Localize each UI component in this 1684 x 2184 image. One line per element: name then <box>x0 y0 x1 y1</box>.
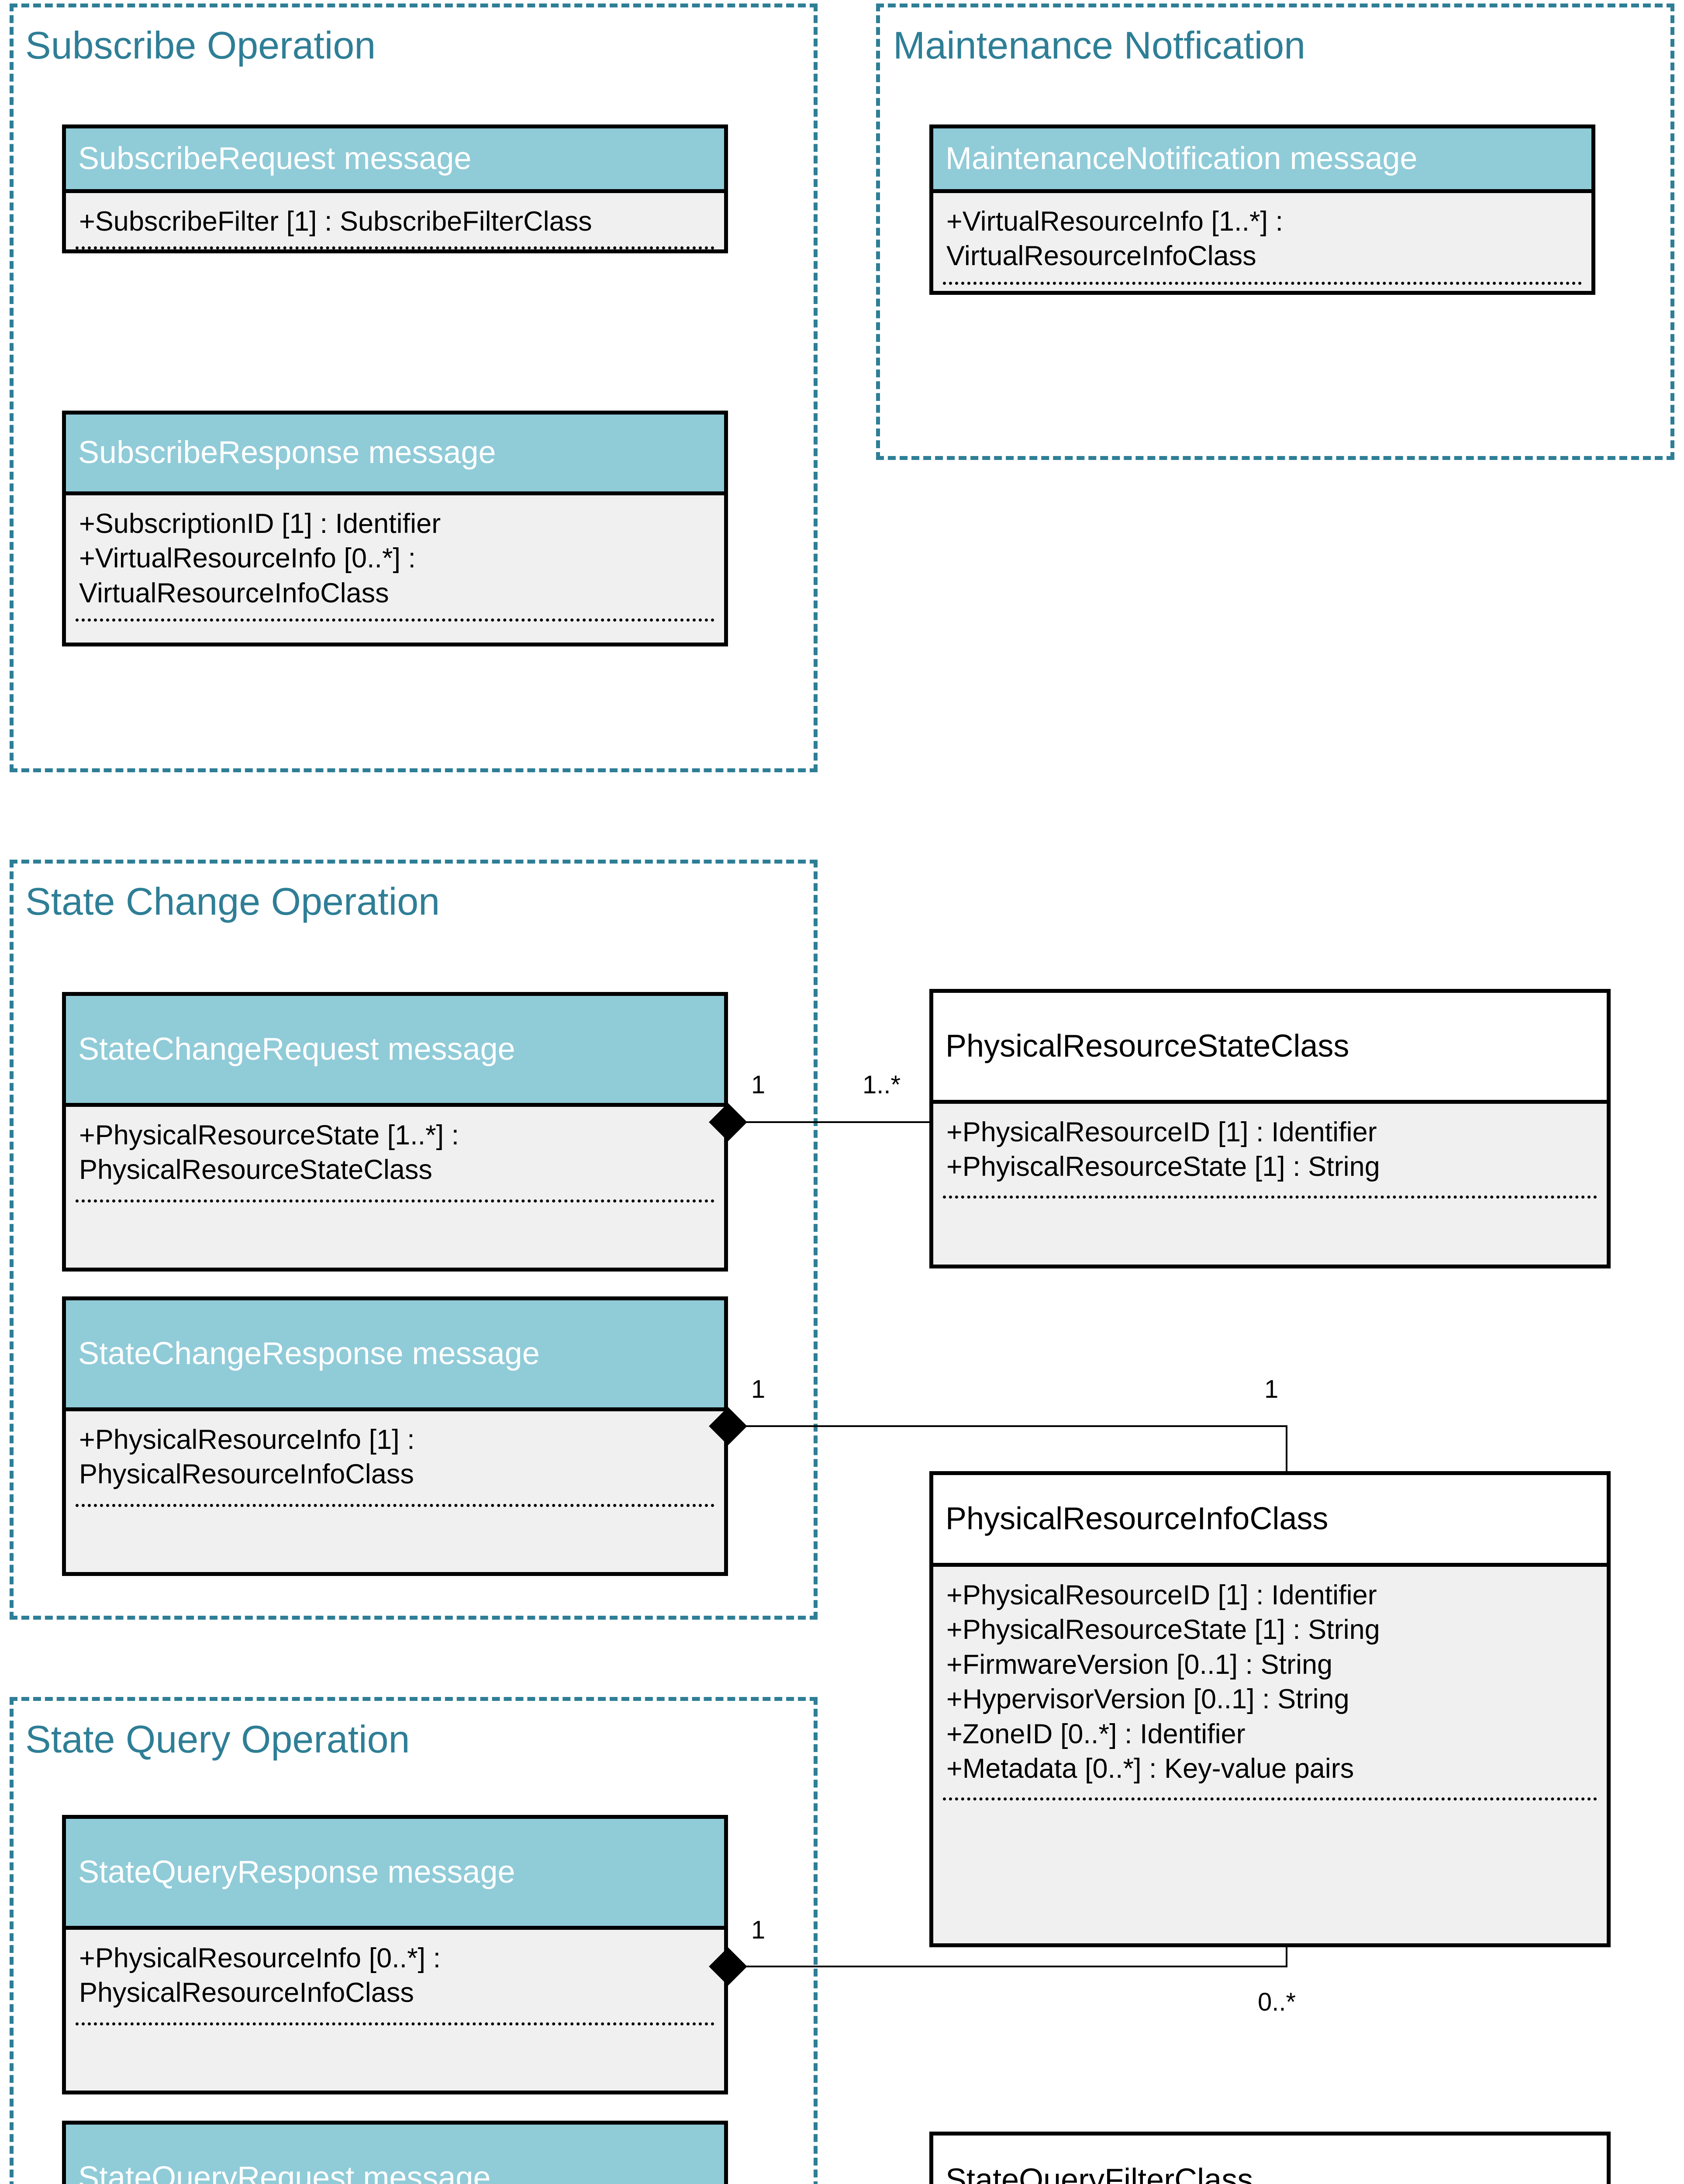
box-state-query-response: StateQueryResponse message +PhysicalReso… <box>62 1815 728 2094</box>
box-physical-resource-state-class: PhysicalResourceStateClass +PhysicalReso… <box>929 989 1611 1268</box>
group-title-state-change-operation: State Change Operation <box>25 880 440 923</box>
group-title-maintenance-notification: Maintenance Notfication <box>893 24 1306 67</box>
box-body-state-change-request: +PhysicalResourceState [1..*] : Physical… <box>66 1107 724 1268</box>
group-state-query-operation <box>10 1697 818 2184</box>
group-maintenance-notification <box>876 3 1674 460</box>
attribute-separator <box>76 619 714 622</box>
attribute: +HypervisorVersion [0..1] : String <box>946 1684 1349 1715</box>
association-line-scresp-pric-h <box>742 1425 1287 1427</box>
attribute: +VirtualResourceInfo [1..*] : VirtualRes… <box>946 206 1284 272</box>
box-title-subscribe-request: SubscribeRequest message <box>66 128 724 193</box>
box-body-physical-resource-state-class: +PhysicalResourceID [1] : Identifier +Ph… <box>933 1104 1607 1265</box>
box-body-state-change-response: +PhysicalResourceInfo [1] : PhysicalReso… <box>66 1411 724 1572</box>
box-body-maintenance-notification: +VirtualResourceInfo [1..*] : VirtualRes… <box>933 193 1591 291</box>
box-title-state-query-filter-class: StateQueryFilterClass <box>933 2136 1607 2184</box>
box-state-change-response: StateChangeResponse message +PhysicalRes… <box>62 1296 728 1576</box>
box-state-change-request: StateChangeRequest message +PhysicalReso… <box>62 992 728 1272</box>
multiplicity-target-scr-prsc: 1..* <box>863 1071 901 1099</box>
attribute-separator <box>943 282 1582 285</box>
association-line-sqresp-pric-h <box>742 1966 1287 1967</box>
multiplicity-source-scr-prsc: 1 <box>751 1071 766 1099</box>
association-line-sqresp-pric-v <box>1286 1946 1287 1967</box>
association-line-scresp-pric-v <box>1286 1425 1287 1473</box>
attribute: +PhysicalResourceState [1] : String <box>946 1614 1380 1645</box>
box-body-subscribe-response: +SubscriptionID [1] : Identifier +Virtua… <box>66 495 724 643</box>
attribute: +PhysicalResourceID [1] : Identifier <box>946 1580 1377 1610</box>
attribute-separator <box>76 1504 714 1507</box>
group-title-subscribe-operation: Subscribe Operation <box>25 24 376 67</box>
attribute: +PhysicalResourceID [1] : Identifier <box>946 1117 1377 1147</box>
group-title-state-query-operation: State Query Operation <box>25 1717 410 1761</box>
box-title-state-query-response: StateQueryResponse message <box>66 1819 724 1930</box>
box-title-state-change-response: StateChangeResponse message <box>66 1300 724 1411</box>
attribute: +SubscribeFilter [1] : SubscribeFilterCl… <box>79 206 592 237</box>
attribute-separator <box>943 1196 1597 1199</box>
attribute: +ZoneID [0..*] : Identifier <box>946 1718 1246 1749</box>
box-state-query-request: StateQueryRequest message StateQueryFilt… <box>62 2121 728 2184</box>
box-title-state-query-request: StateQueryRequest message <box>66 2125 724 2184</box>
association-line-scr-prsc <box>742 1121 930 1123</box>
attribute-separator <box>76 246 714 249</box>
multiplicity-source-sqresp-pric: 1 <box>751 1916 766 1944</box>
attribute: +PhysicalResourceInfo [0..*] : PhysicalR… <box>79 1943 441 2008</box>
attribute: +VirtualResourceInfo [0..*] : VirtualRes… <box>79 543 416 608</box>
box-body-state-query-response: +PhysicalResourceInfo [0..*] : PhysicalR… <box>66 1930 724 2091</box>
multiplicity-target-sqresp-pric: 0..* <box>1258 1988 1296 2016</box>
attribute: +Metadata [0..*] : Key-value pairs <box>946 1753 1354 1784</box>
box-title-state-change-request: StateChangeRequest message <box>66 996 724 1107</box>
attribute-separator <box>76 1199 714 1203</box>
box-title-maintenance-notification: MaintenanceNotification message <box>933 128 1591 193</box>
attribute: +FirmwareVersion [0..1] : String <box>946 1649 1333 1680</box>
box-maintenance-notification: MaintenanceNotification message +Virtual… <box>929 124 1595 295</box>
multiplicity-target-scresp-pric: 1 <box>1264 1375 1279 1403</box>
box-title-physical-resource-state-class: PhysicalResourceStateClass <box>933 993 1607 1104</box>
group-state-change-operation <box>10 860 818 1620</box>
box-subscribe-response: SubscribeResponse message +SubscriptionI… <box>62 411 728 646</box>
box-physical-resource-info-class: PhysicalResourceInfoClass +PhysicalResou… <box>929 1471 1611 1947</box>
group-subscribe-operation <box>10 3 818 772</box>
box-state-query-filter-class: StateQueryFilterClass +PhysicalResourceI… <box>929 2132 1611 2184</box>
attribute: +PhyiscalResourceState [1] : String <box>946 1151 1380 1182</box>
attribute: +SubscriptionID [1] : Identifier <box>79 508 441 539</box>
attribute-separator <box>943 1797 1597 1800</box>
box-body-subscribe-request: +SubscribeFilter [1] : SubscribeFilterCl… <box>66 193 724 249</box>
box-subscribe-request: SubscribeRequest message +SubscribeFilte… <box>62 124 728 253</box>
attribute: +PhysicalResourceState [1..*] : Physical… <box>79 1120 459 1185</box>
box-title-subscribe-response: SubscribeResponse message <box>66 415 724 495</box>
box-title-physical-resource-info-class: PhysicalResourceInfoClass <box>933 1475 1607 1567</box>
attribute-separator <box>76 2022 714 2025</box>
box-body-physical-resource-info-class: +PhysicalResourceID [1] : Identifier +Ph… <box>933 1567 1607 1943</box>
attribute: +PhysicalResourceInfo [1] : PhysicalReso… <box>79 1424 415 1490</box>
multiplicity-source-scresp-pric: 1 <box>751 1375 766 1403</box>
